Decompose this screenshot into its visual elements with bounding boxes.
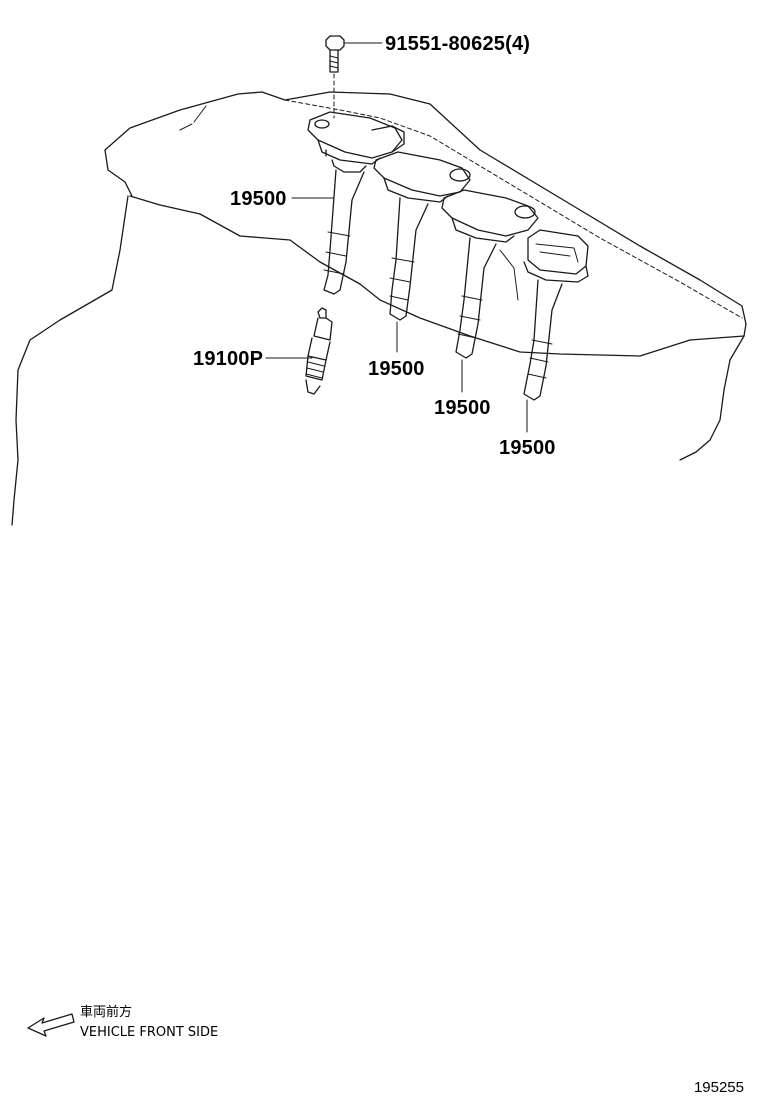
engine-head-outline [11,91,747,526]
ignition-coil-3 [441,189,539,359]
figure-number: 195255 [694,1079,744,1096]
leader-lines [265,42,528,433]
bolt-part-number: 91551-80625(4) [385,33,530,55]
spark-plug-part-number: 19100P [193,348,263,370]
coil-4-part-number: 19500 [499,437,556,459]
bolt-part [325,35,345,119]
coil-1-part-number: 19500 [230,188,287,210]
legend-front-en: VEHICLE FRONT SIDE [80,1025,218,1040]
coil-2-part-number: 19500 [368,358,425,380]
ignition-coil-1 [307,111,405,295]
spark-plug-part [305,307,333,395]
ignition-coil-4 [523,229,589,401]
coil-3-part-number: 19500 [434,397,491,419]
ignition-coil-2 [373,151,471,321]
front-arrow-icon [27,1013,75,1037]
legend-front-jp: 車両前方 [80,1004,132,1020]
